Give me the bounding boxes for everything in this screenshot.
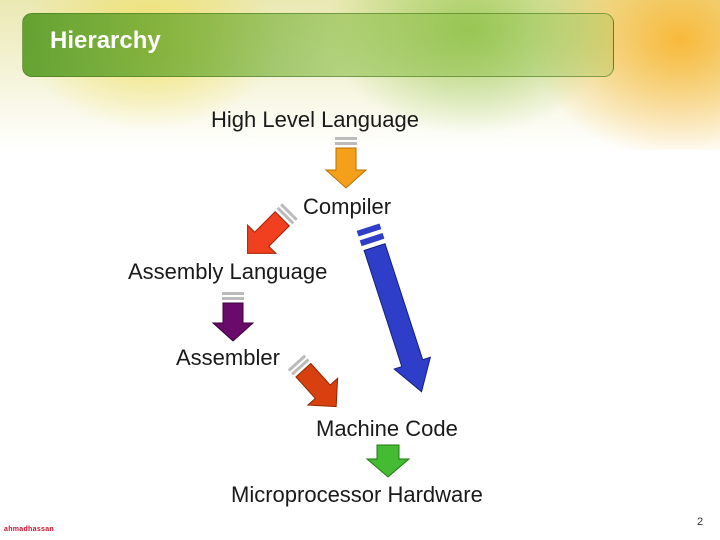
arrow-compiler-to-machine-code (356, 223, 432, 393)
page-number: 2 (697, 516, 704, 528)
footer-logo: ahmadhassan (4, 526, 54, 533)
node-high-level-language: High Level Language (211, 107, 419, 132)
arrow-assembler-to-machine-code (287, 354, 339, 408)
arrow-assembly-to-assembler (211, 292, 255, 342)
node-compiler: Compiler (303, 194, 392, 219)
node-assembly-language: Assembly Language (128, 259, 328, 284)
slide-title: Hierarchy (50, 27, 161, 54)
arrow-machine-to-hardware (365, 444, 411, 478)
arrow-compiler-to-assembly (247, 203, 298, 254)
arrow-high-level-to-compiler (324, 137, 368, 189)
title-bar (22, 13, 614, 77)
node-machine-code: Machine Code (316, 416, 458, 441)
node-microprocessor-hardware: Microprocessor Hardware (231, 482, 483, 507)
node-assembler: Assembler (176, 345, 280, 370)
